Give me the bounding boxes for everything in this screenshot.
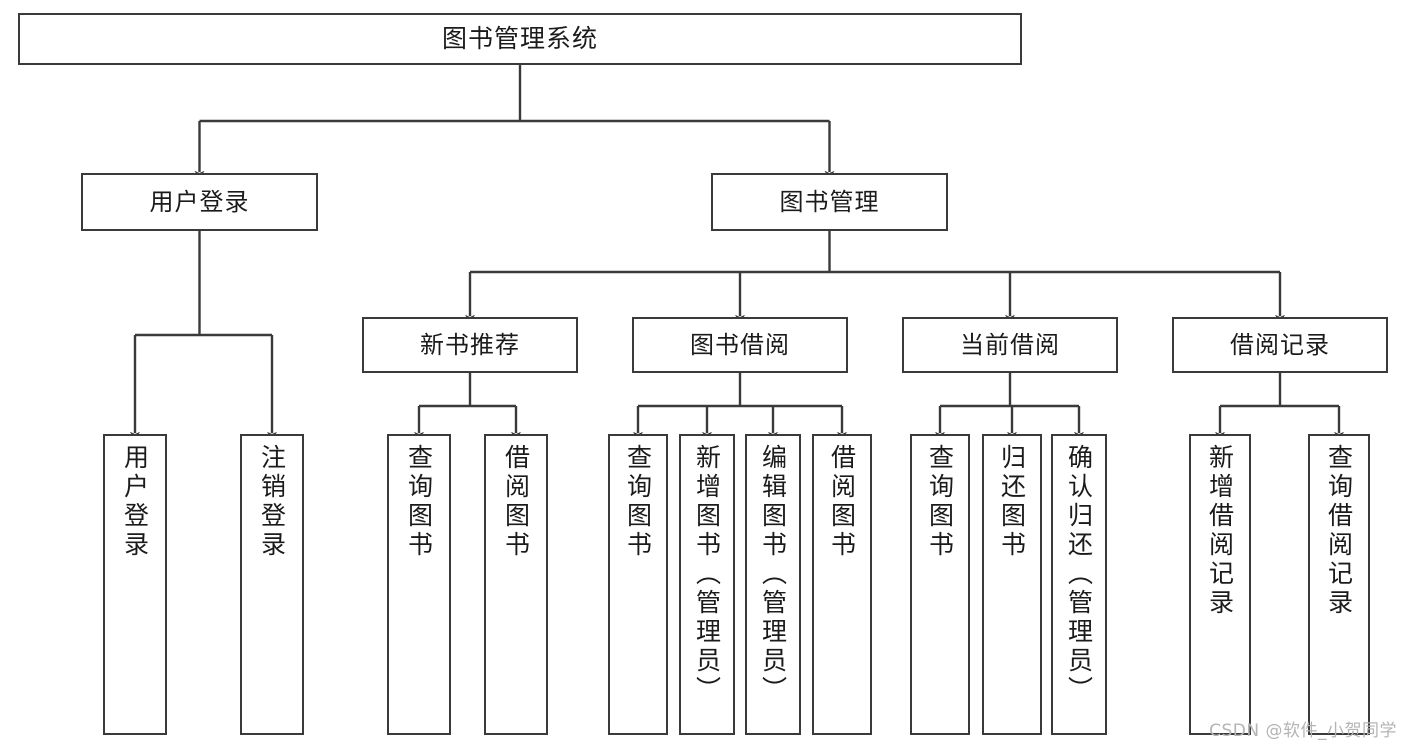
node-label-borrow-record: 借阅记录: [1230, 330, 1330, 359]
node-current-borrow[interactable]: 当前借阅: [902, 317, 1118, 373]
node-book-manage[interactable]: 图书管理: [711, 173, 948, 231]
node-label-leaf-borrow-query-book: 查询图书: [623, 444, 653, 560]
node-label-leaf-logout: 注销登录: [257, 444, 287, 560]
node-leaf-borrow-query-book[interactable]: 查询图书: [608, 434, 668, 735]
edges-group: [130, 65, 1344, 441]
node-label-leaf-cur-query-book: 查询图书: [925, 444, 955, 560]
node-label-leaf-borrow-book: 借阅图书: [827, 444, 857, 560]
node-label-book-borrow: 图书借阅: [690, 330, 790, 359]
node-label-leaf-add-record: 新增借阅记录: [1205, 444, 1235, 618]
node-label-leaf-user-login: 用户登录: [120, 444, 150, 560]
node-borrow-record[interactable]: 借阅记录: [1172, 317, 1388, 373]
node-leaf-edit-book[interactable]: 编辑图书（管理员）: [745, 434, 801, 735]
node-leaf-borrow-book[interactable]: 借阅图书: [812, 434, 872, 735]
node-label-user-login: 用户登录: [149, 187, 250, 216]
node-leaf-return-book[interactable]: 归还图书: [982, 434, 1042, 735]
node-label-leaf-query-record: 查询借阅记录: [1324, 444, 1354, 618]
node-leaf-confirm-return[interactable]: 确认归还（管理员）: [1051, 434, 1107, 735]
node-new-book-rec[interactable]: 新书推荐: [362, 317, 578, 373]
node-book-borrow[interactable]: 图书借阅: [632, 317, 848, 373]
node-leaf-rec-borrow-book[interactable]: 借阅图书: [484, 434, 548, 735]
node-leaf-cur-query-book[interactable]: 查询图书: [910, 434, 970, 735]
node-label-book-manage: 图书管理: [779, 187, 880, 216]
node-label-leaf-edit-book: 编辑图书（管理员）: [758, 444, 788, 705]
node-leaf-user-login[interactable]: 用户登录: [103, 434, 167, 735]
node-root[interactable]: 图书管理系统: [18, 13, 1022, 65]
node-label-leaf-return-book: 归还图书: [997, 444, 1027, 560]
node-leaf-add-record[interactable]: 新增借阅记录: [1189, 434, 1251, 735]
node-label-leaf-confirm-return: 确认归还（管理员）: [1064, 444, 1094, 705]
node-label-leaf-rec-query-book: 查询图书: [404, 444, 434, 560]
node-label-new-book-rec: 新书推荐: [420, 330, 520, 359]
node-label-leaf-rec-borrow-book: 借阅图书: [501, 444, 531, 560]
node-leaf-add-book[interactable]: 新增图书（管理员）: [679, 434, 735, 735]
node-label-current-borrow: 当前借阅: [960, 330, 1060, 359]
node-label-root: 图书管理系统: [441, 24, 598, 53]
node-leaf-logout[interactable]: 注销登录: [240, 434, 304, 735]
node-label-leaf-add-book: 新增图书（管理员）: [692, 444, 722, 705]
watermark-label: CSDN @软件_小贺同学: [1209, 721, 1397, 741]
node-user-login[interactable]: 用户登录: [81, 173, 318, 231]
node-leaf-rec-query-book[interactable]: 查询图书: [387, 434, 451, 735]
node-leaf-query-record[interactable]: 查询借阅记录: [1308, 434, 1370, 735]
